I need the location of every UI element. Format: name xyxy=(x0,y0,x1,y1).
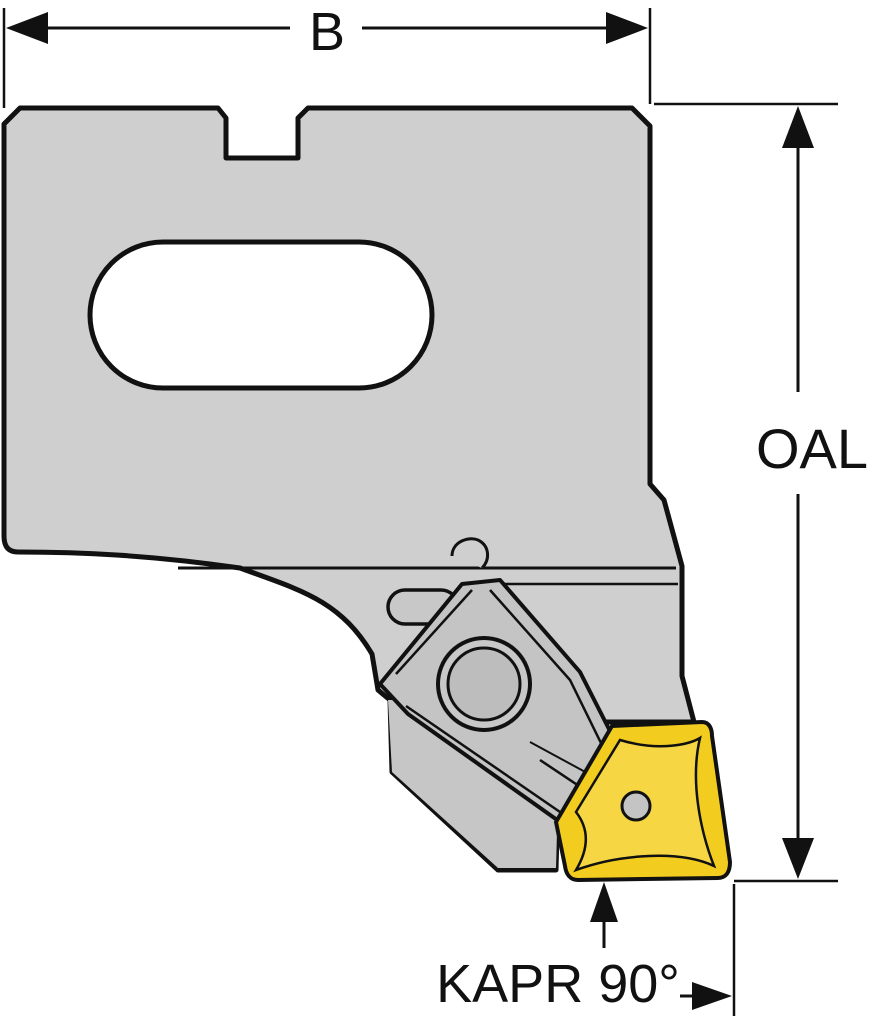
b-label: B xyxy=(309,2,345,62)
oal-label: OAL xyxy=(756,417,868,480)
clamp-ridge-2 xyxy=(405,704,561,814)
b-arrow-right xyxy=(606,12,648,44)
clamp-ridge-1 xyxy=(395,589,473,675)
kapr-label: KAPR 90° xyxy=(436,954,680,1014)
b-arrow-left xyxy=(6,12,48,44)
dimension-b: B xyxy=(2,2,652,108)
insert-hole xyxy=(620,790,652,822)
kapr-arrow-up xyxy=(590,882,618,922)
oal-arrow-bottom xyxy=(782,838,814,879)
kapr-arrow-right xyxy=(692,982,732,1010)
dimension-kapr: KAPR 90° xyxy=(436,882,736,1016)
dimension-oal: OAL xyxy=(654,102,868,883)
square-insert xyxy=(554,720,732,882)
oal-arrow-top xyxy=(782,106,814,148)
step-tab xyxy=(450,537,489,570)
elongated-slot xyxy=(87,239,435,391)
clamp-screw-inner xyxy=(446,646,522,722)
